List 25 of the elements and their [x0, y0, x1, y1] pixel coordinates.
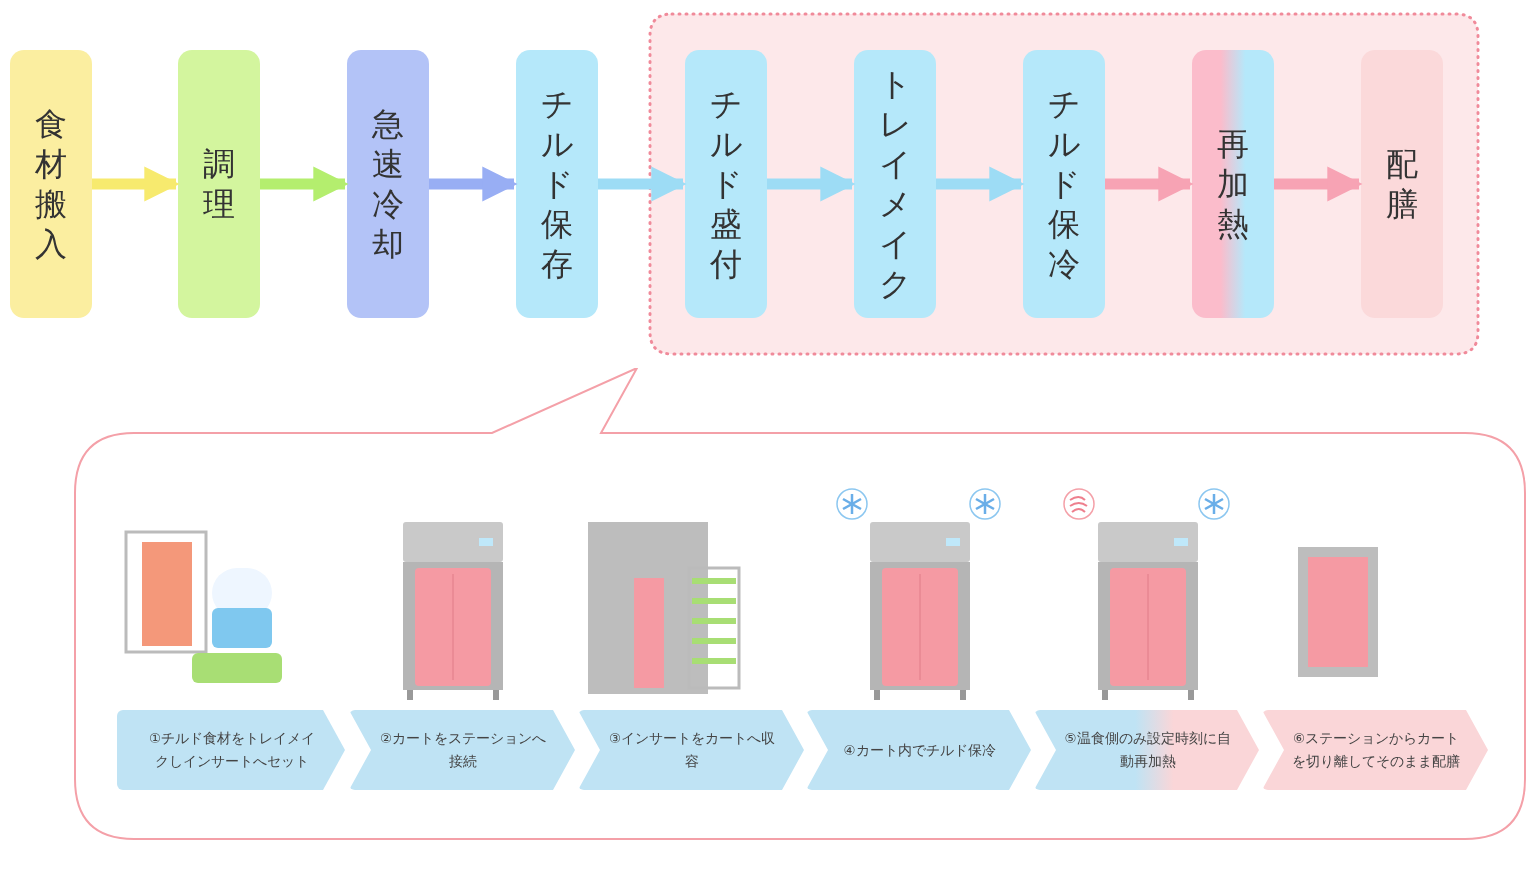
process-box: 再加熱	[1192, 50, 1274, 318]
process-box: チルド保存	[516, 50, 598, 318]
arrow	[598, 166, 687, 202]
speech-bubble	[74, 368, 1526, 840]
arrow	[92, 166, 180, 202]
process-box: チルド盛付	[685, 50, 767, 318]
process-box: 食材搬入	[10, 50, 92, 318]
process-box: 急速冷却	[347, 50, 429, 318]
arrow	[936, 166, 1025, 202]
arrow	[1105, 166, 1194, 202]
step-banner: ②カートをステーションへ接続	[349, 710, 575, 790]
process-box: トレイメイク	[854, 50, 936, 318]
step-banner: ③インサートをカートへ収容	[578, 710, 804, 790]
step-banner: ①チルド食材をトレイメイクしインサートへセット	[117, 710, 345, 790]
step-banner: ⑤温食側のみ設定時刻に自動再加熱	[1034, 710, 1259, 790]
arrow	[429, 166, 518, 202]
arrow	[260, 166, 349, 202]
arrow	[767, 166, 856, 202]
step-banner: ④カート内でチルド保冷	[806, 710, 1031, 790]
process-box: チルド保冷	[1023, 50, 1105, 318]
arrow	[1274, 166, 1363, 202]
process-box: 配膳	[1361, 50, 1443, 318]
step-banner: ⑥ステーションからカートを切り離してそのまま配膳	[1262, 710, 1488, 790]
dotted-group-area	[648, 12, 1480, 356]
process-box: 調理	[178, 50, 260, 318]
